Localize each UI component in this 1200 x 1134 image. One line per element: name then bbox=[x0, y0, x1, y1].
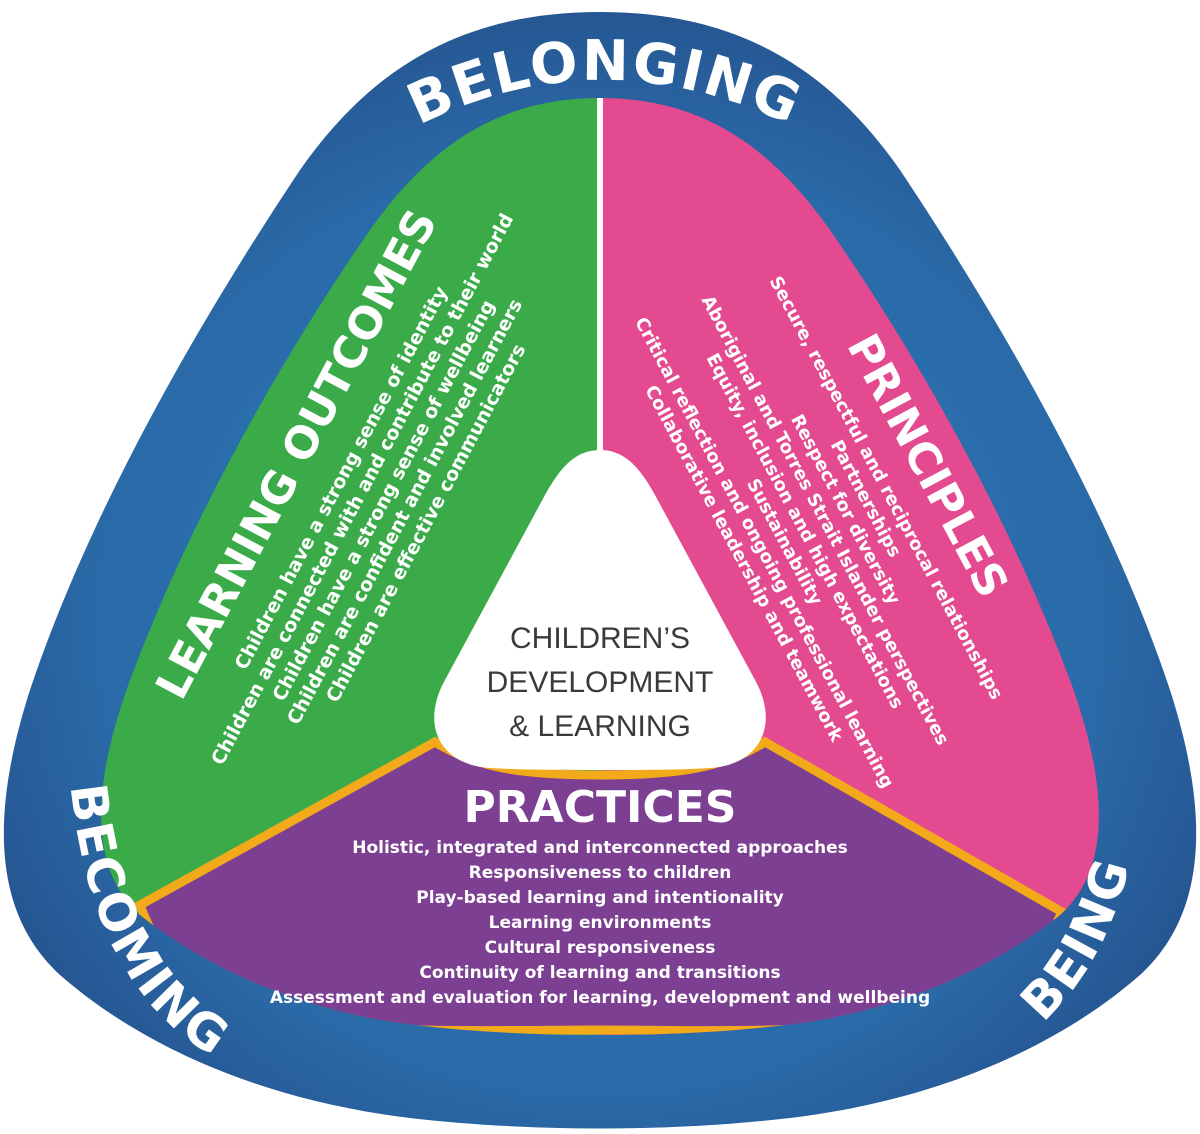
practice-item: Learning environments bbox=[489, 913, 712, 933]
center-title-line2: DEVELOPMENT bbox=[487, 666, 714, 699]
center-triangle bbox=[434, 450, 766, 770]
practice-item: Cultural responsiveness bbox=[485, 938, 716, 958]
center-title-line1: CHILDREN’S bbox=[510, 622, 690, 655]
practices-title: PRACTICES bbox=[464, 782, 737, 833]
practice-item: Play-based learning and intentionality bbox=[416, 888, 784, 908]
center-title-line3: & LEARNING bbox=[509, 710, 691, 743]
practice-item: Holistic, integrated and interconnected … bbox=[352, 838, 848, 858]
practice-item: Continuity of learning and transitions bbox=[419, 963, 780, 983]
practice-item: Responsiveness to children bbox=[469, 863, 732, 883]
practices-block: PRACTICES Holistic, integrated and inter… bbox=[270, 782, 930, 1008]
practice-item: Assessment and evaluation for learning, … bbox=[270, 988, 930, 1008]
